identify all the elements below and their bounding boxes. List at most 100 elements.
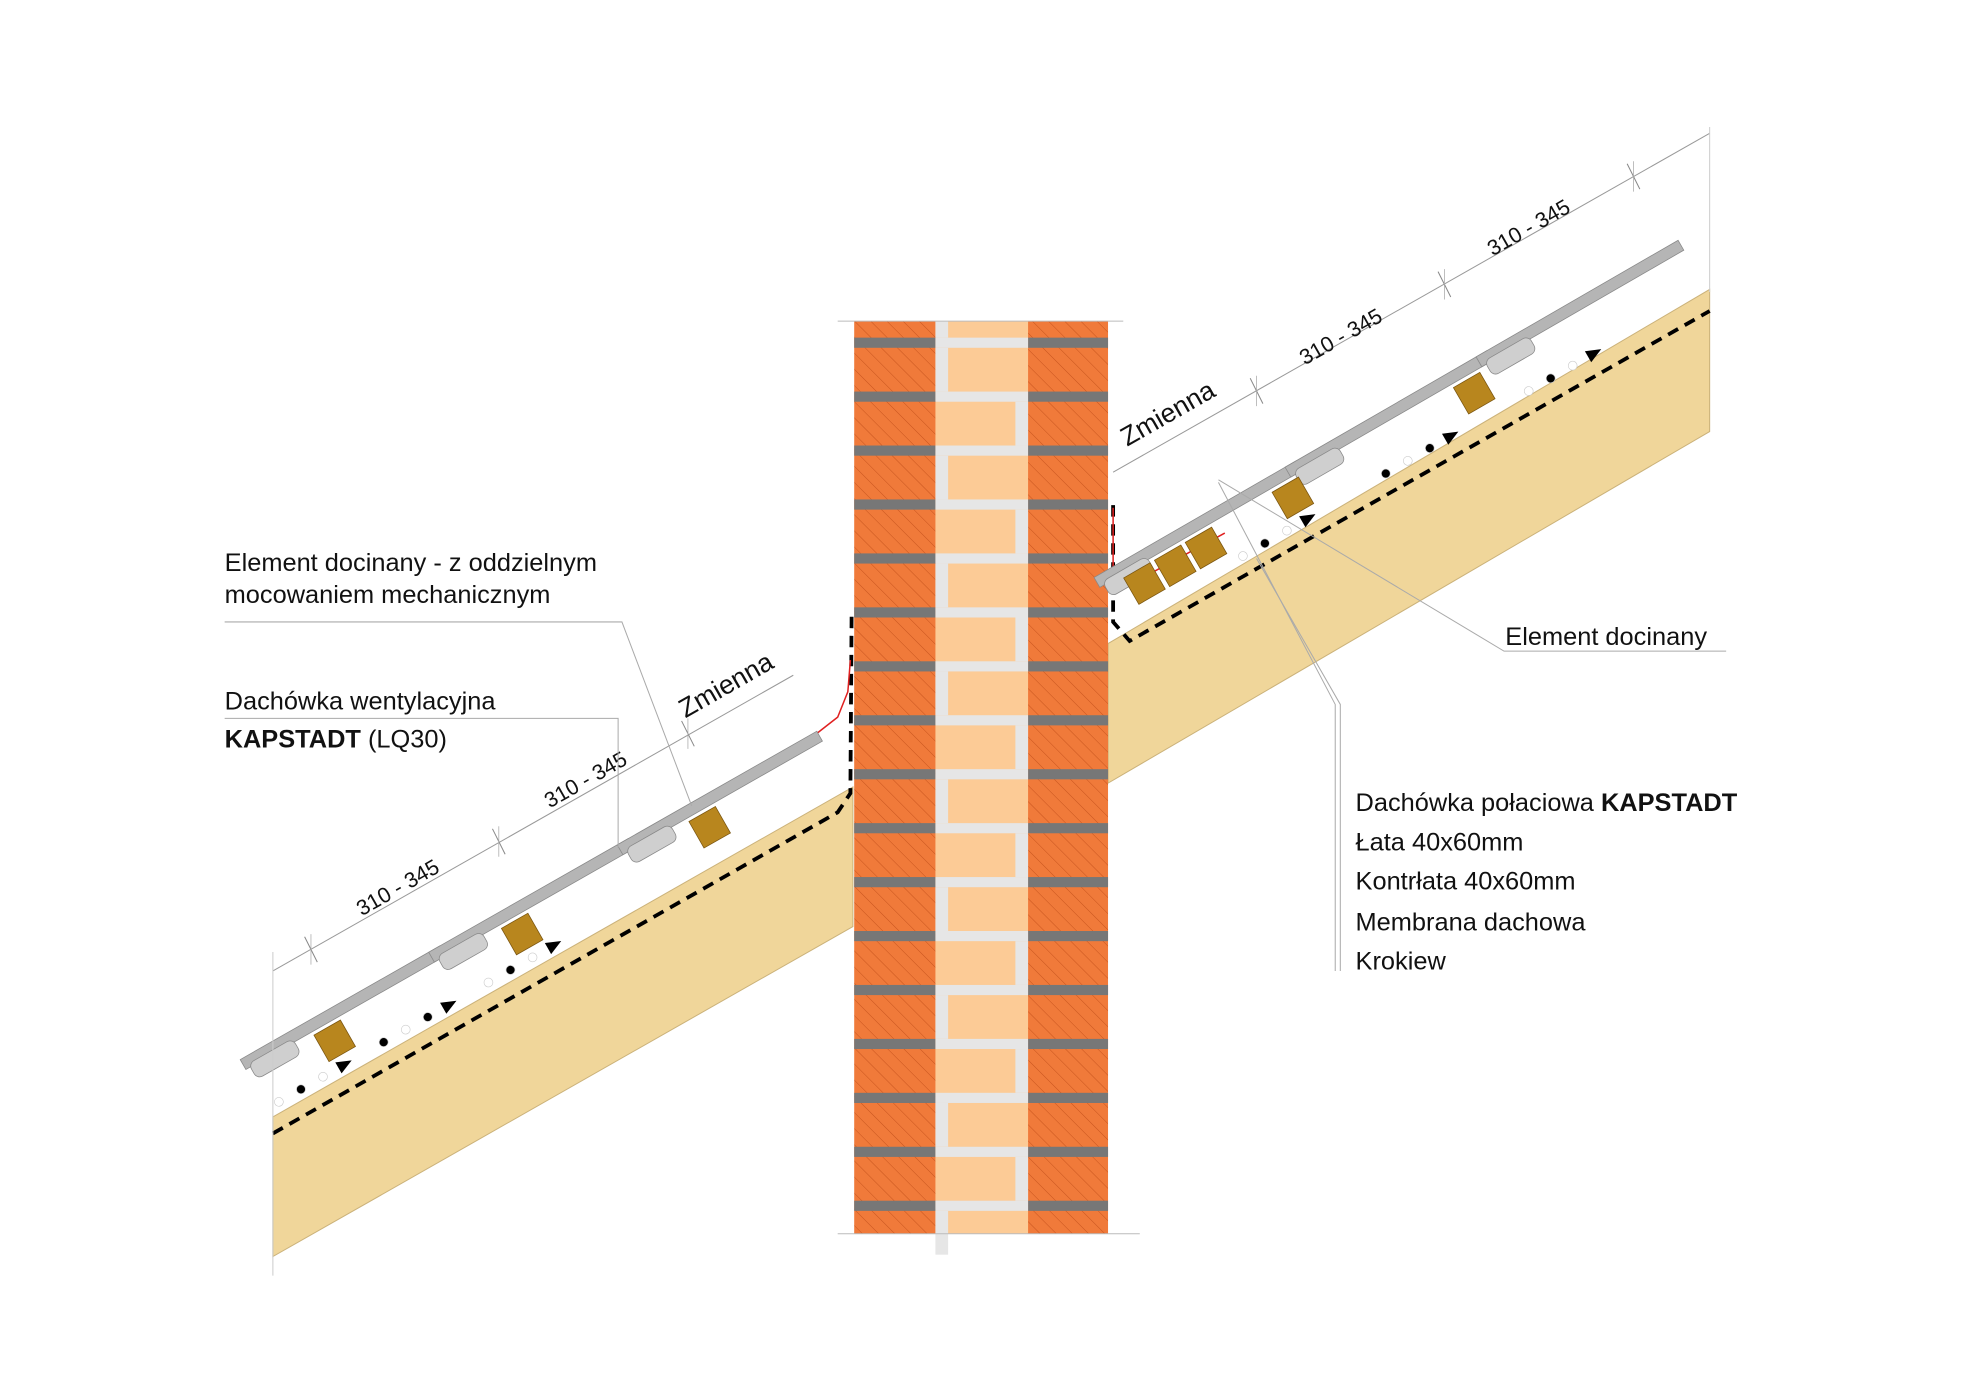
mortar-joint-light — [935, 1092, 1029, 1103]
airflow-arrow-icon — [544, 941, 562, 955]
ventilation-dot — [1381, 468, 1391, 479]
right-dim-label-2: 310 - 345 — [1483, 194, 1575, 261]
mortar-joint-vertical — [1015, 1156, 1029, 1201]
mortar-joint — [1028, 445, 1109, 456]
leader-element-docinany — [1218, 479, 1727, 652]
mortar-joint — [1028, 877, 1109, 888]
batten — [1123, 562, 1166, 605]
mortar-joint-light — [935, 391, 1029, 402]
mortar-joint-vertical — [935, 995, 949, 1039]
mortar-joint — [1028, 499, 1109, 510]
mortar-joint-light — [935, 445, 1029, 456]
airflow-arrow-icon — [335, 1060, 352, 1074]
mortar-joint — [854, 715, 936, 726]
mortar-joint — [854, 445, 936, 456]
roof-layers — [239, 730, 823, 1107]
mortar-joint — [854, 661, 936, 672]
tile-lug — [250, 1040, 300, 1078]
label-vent-tile-1: Dachówka wentylacyjna — [225, 688, 497, 716]
ventilation-dot — [423, 1012, 433, 1022]
left-dimension-line — [272, 674, 794, 972]
batten — [1452, 371, 1496, 415]
ventilation-dot — [527, 952, 538, 963]
roof-tile — [616, 730, 823, 856]
ventilation-dot — [318, 1071, 328, 1082]
right-rafter — [1107, 288, 1711, 785]
mortar-joint-vertical — [935, 1102, 949, 1147]
vent-tile-code: (LQ30) — [361, 726, 447, 754]
leader-layers — [1218, 482, 1336, 971]
batten — [688, 805, 731, 849]
roof-tile-prefix: Dachówka połaciowa — [1356, 789, 1601, 817]
mortar-joint-light — [935, 661, 1029, 672]
mortar-joint-light — [935, 337, 1029, 348]
mortar-joint — [1028, 607, 1109, 618]
ventilation-dot — [400, 1024, 411, 1035]
ventilation-dot — [1260, 538, 1270, 549]
mortar-joint — [1028, 1092, 1109, 1103]
mortar-joint-light — [935, 1146, 1029, 1157]
leader-vent-tile — [224, 717, 619, 848]
airflow-arrow-icon — [1299, 514, 1316, 528]
mortar-joint-light — [935, 499, 1029, 510]
ventilation-dot — [483, 977, 494, 988]
mortar-joint — [854, 1038, 936, 1050]
leader-element-docinany-mech — [224, 621, 693, 807]
left-dim-label-2: 310 - 345 — [540, 746, 632, 813]
roof-tile-name: KAPSTADT — [1601, 789, 1738, 817]
mortar-joint — [1028, 1038, 1109, 1050]
mortar-joint — [1028, 984, 1109, 996]
left-dim-label-variable: Zmienna — [673, 646, 778, 724]
ventilation-dot — [296, 1084, 306, 1095]
ventilation-dot — [378, 1037, 389, 1047]
roof-tile — [1475, 239, 1685, 368]
mortar-joint-vertical — [1015, 401, 1029, 446]
mortar-joint — [1028, 661, 1109, 672]
mortar-joint — [1028, 1200, 1109, 1211]
tile-lug — [438, 933, 488, 970]
chimney — [837, 320, 1140, 1255]
mortar-joint — [1028, 1146, 1109, 1157]
mortar-joint-vertical — [1015, 725, 1029, 770]
mortar-joint-vertical — [1015, 1049, 1029, 1093]
mortar-joint — [854, 877, 936, 888]
mortar-joint — [1028, 715, 1109, 726]
label-element-docinany: Element docinany — [1505, 623, 1707, 651]
roof-layers — [1093, 239, 1685, 605]
ventilation-dot — [1567, 360, 1578, 371]
right-dimension-line — [1112, 132, 1710, 473]
left-membrane — [271, 609, 854, 1136]
airflow-arrow-icon — [440, 1000, 457, 1014]
mortar-joint-light — [935, 607, 1029, 618]
mortar-joint-vertical — [1015, 617, 1029, 662]
left-flashing — [796, 659, 852, 750]
tile-lug — [627, 825, 677, 863]
airflow-arrow-icon — [1584, 349, 1602, 363]
batten — [313, 1019, 356, 1063]
mortar-joint-light — [935, 931, 1029, 942]
mortar-joint — [854, 769, 936, 780]
tile-lug — [1486, 337, 1536, 375]
mortar-joint-vertical — [1015, 833, 1029, 878]
mortar-joint-light — [935, 984, 1029, 996]
label-membrane: Membrana dachowa — [1356, 908, 1587, 936]
label-roof-tile: Dachówka połaciowa KAPSTADT — [1356, 789, 1738, 817]
mortar-joint — [854, 499, 936, 510]
batten — [500, 912, 544, 956]
mortar-joint-light — [935, 1038, 1029, 1050]
label-vent-tile-2: KAPSTADT (LQ30) — [225, 726, 447, 754]
mortar-joint-light — [935, 553, 1029, 564]
mortar-joint — [1028, 391, 1109, 402]
mortar-joint — [1028, 931, 1109, 942]
mortar-joint — [854, 337, 936, 348]
mortar-joint-light — [935, 715, 1029, 726]
label-rafter: Krokiew — [1356, 948, 1447, 976]
ventilation-dot — [505, 965, 516, 975]
mortar-joint — [854, 931, 936, 942]
ventilation-dot — [1238, 551, 1248, 561]
mortar-joint-vertical — [935, 671, 949, 716]
ventilation-dot — [1282, 525, 1292, 536]
leader-layers-2 — [1256, 558, 1341, 971]
mortar-joint — [854, 607, 936, 618]
